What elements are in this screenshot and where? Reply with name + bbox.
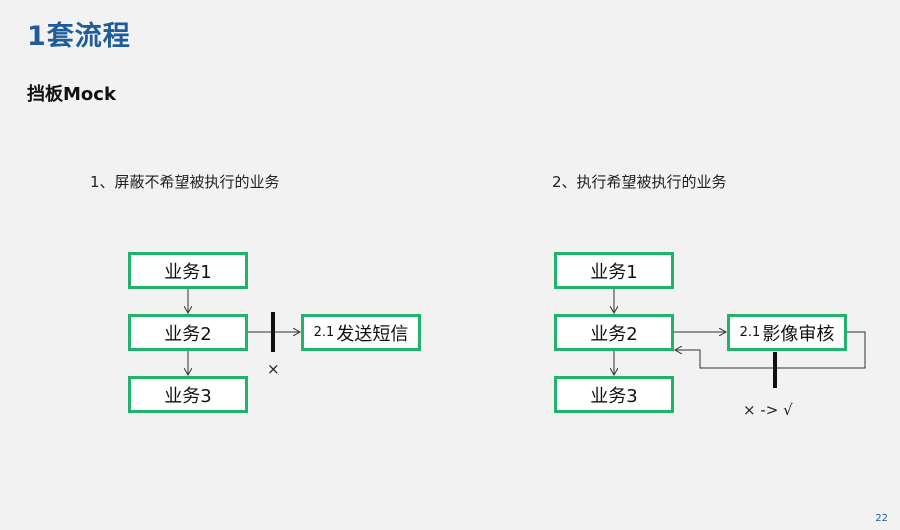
- left-diagram-caption: 1、屏蔽不希望被执行的业务: [90, 173, 280, 191]
- right-box-business-2: 业务2: [554, 314, 674, 351]
- changed-mark: × -> √: [743, 401, 793, 419]
- slide-title: 1套流程: [27, 21, 131, 52]
- left-box-business-3: 业务3: [128, 376, 248, 413]
- right-side-box-number: 2.1: [739, 325, 761, 340]
- right-box-business-1: 业务1: [554, 252, 674, 289]
- left-side-box-number: 2.1: [313, 325, 335, 340]
- page-number: 22: [875, 513, 888, 524]
- left-box-business-2: 业务2: [128, 314, 248, 351]
- right-side-box-label: 影像审核: [762, 323, 835, 345]
- left-box-business-1: 业务1: [128, 252, 248, 289]
- right-diagram-caption: 2、执行希望被执行的业务: [552, 173, 727, 191]
- right-box-business-3: 业务3: [554, 376, 674, 413]
- left-side-box-label: 发送短信: [336, 323, 409, 345]
- blocked-mark: ×: [267, 360, 280, 378]
- section-subtitle: 挡板Mock: [27, 84, 116, 105]
- right-return-loop: [675, 331, 866, 369]
